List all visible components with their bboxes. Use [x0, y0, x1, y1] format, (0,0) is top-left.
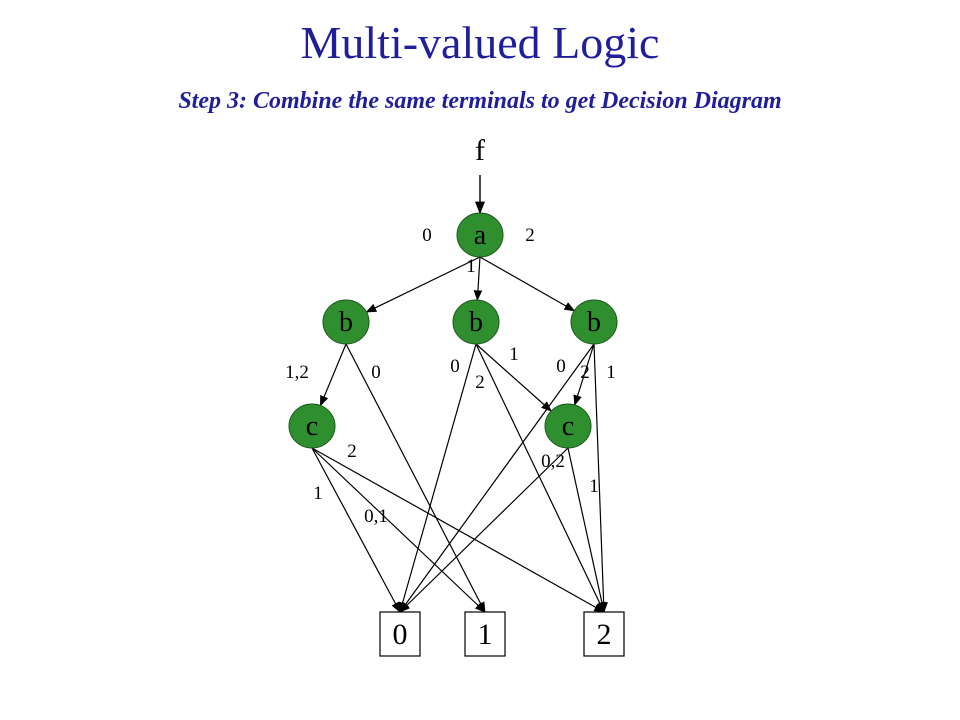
edge-c1-t1	[311, 447, 486, 613]
edge-label-b1-c1: 1,2	[285, 362, 309, 383]
edge-c2-t2	[567, 447, 607, 614]
edge-label-c1-t0: 1	[313, 483, 323, 504]
edge-c1-t0	[311, 447, 401, 613]
node-label-c1: c	[306, 411, 318, 442]
terminal-0: 0	[379, 611, 421, 657]
edge-label-a-b2: 1	[466, 256, 476, 277]
page-subtitle: Step 3: Combine the same terminals to ge…	[178, 88, 782, 114]
edge-label-b3-t0: 0	[556, 356, 566, 377]
node-label-b2: b	[469, 307, 483, 338]
terminal-box-0	[379, 611, 421, 657]
node-label-b1: b	[339, 307, 353, 338]
edge-label-c2-t0: 0,2	[541, 451, 565, 472]
edge-a-b1	[365, 256, 481, 313]
edge-label-b1-t1: 0	[371, 362, 381, 383]
terminal-box-1	[464, 611, 506, 657]
terminal-2: 2	[583, 611, 625, 657]
edge-label-c2-t2: 1	[589, 476, 599, 497]
edge-b3-t0	[399, 343, 595, 613]
edge-a-b2	[473, 256, 483, 302]
node-circle-b3	[570, 299, 618, 345]
edge-a-b3	[479, 256, 576, 312]
edges-layer	[311, 175, 608, 614]
edge-b1-t1	[345, 343, 486, 613]
node-b2: b	[452, 299, 500, 345]
edge-b3-t2	[593, 343, 608, 614]
node-circle-c1	[288, 403, 336, 449]
edge-label-b2-t0: 0	[450, 356, 460, 377]
edge-label-a-b3: 2	[525, 225, 535, 246]
edge-b2-t2	[475, 343, 605, 613]
edge-label-b3-t2: 1	[606, 362, 616, 383]
edge-c2-t0	[399, 447, 569, 613]
edge-label-a-b1: 0	[422, 225, 432, 246]
root-function-label: f	[475, 134, 485, 167]
edge-c1-t2	[311, 447, 605, 613]
terminal-box-2	[583, 611, 625, 657]
node-a: a	[456, 212, 504, 258]
terminal-label-1: 1	[478, 618, 493, 651]
edge-label-c1-t1: 0,1	[364, 506, 388, 527]
edge-b3-c2	[573, 343, 595, 406]
node-label-a: a	[474, 220, 487, 251]
edge-label-b2-t2: 2	[475, 372, 485, 393]
edge-b2-t0	[398, 343, 477, 614]
node-c2: c	[544, 403, 592, 449]
edge-label-b3-c2: 2	[580, 362, 590, 383]
edge-b1-c1	[319, 343, 347, 407]
node-circle-b2	[452, 299, 500, 345]
node-b1: b	[322, 299, 370, 345]
node-circle-c2	[544, 403, 592, 449]
node-circle-a	[456, 212, 504, 258]
edge-b2-c2	[475, 343, 552, 412]
node-label-b3: b	[587, 307, 601, 338]
terminal-label-0: 0	[393, 618, 408, 651]
page-title: Multi-valued Logic	[300, 17, 660, 68]
edge-label-b2-c2: 1	[509, 344, 519, 365]
node-circle-b1	[322, 299, 370, 345]
node-label-c2: c	[562, 411, 574, 442]
terminal-1: 1	[464, 611, 506, 657]
edge-label-c1-t2: 2	[347, 441, 357, 462]
node-c1: c	[288, 403, 336, 449]
node-b3: b	[570, 299, 618, 345]
terminal-label-2: 2	[597, 618, 612, 651]
